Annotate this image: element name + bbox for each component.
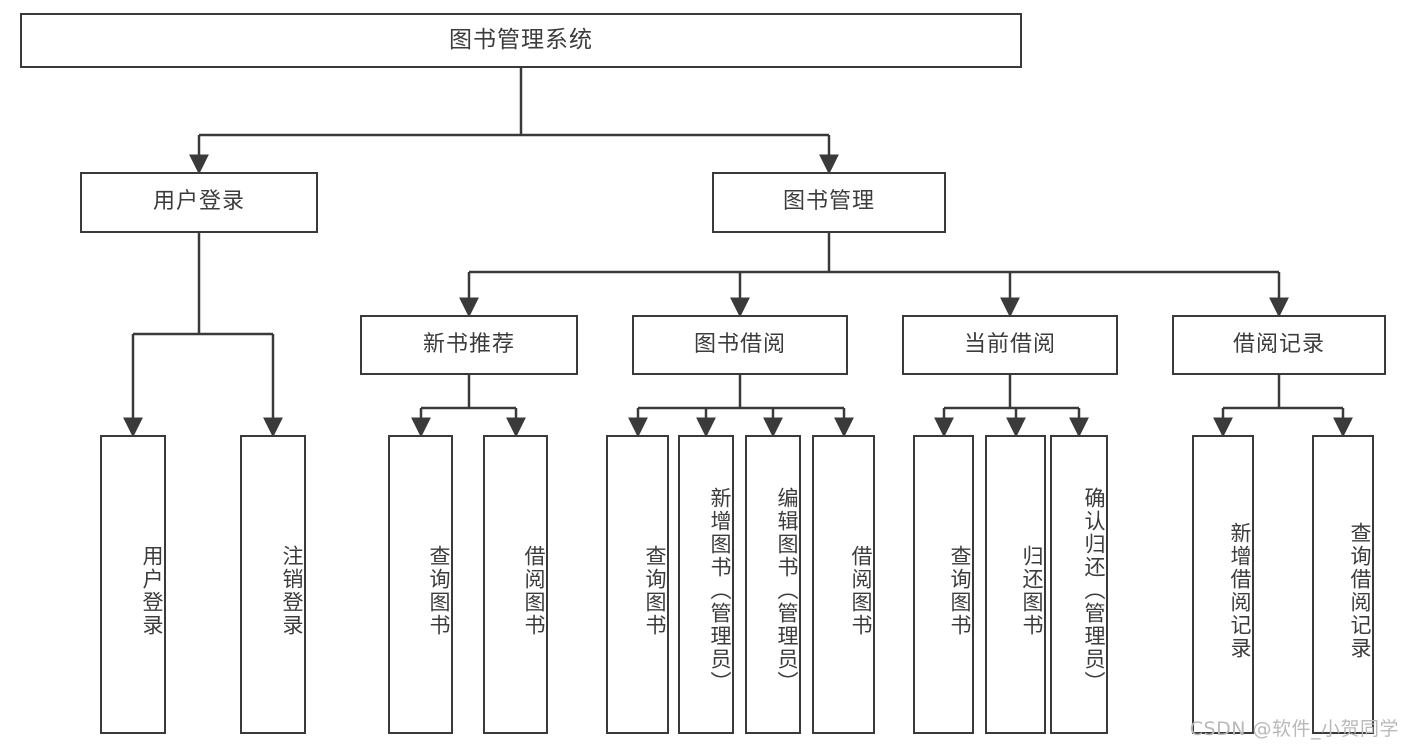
node-borrow-record-label: 借阅记录 [1232, 331, 1325, 357]
leaf-borrow-book-1-label: 借阅图书 [522, 544, 546, 637]
leaf-query-book-1-label: 查询图书 [427, 544, 451, 637]
leaf-query-book-3-label: 查询图书 [948, 544, 972, 637]
node-user-login[interactable]: 用户登录 [80, 172, 318, 233]
node-root-label: 图书管理系统 [449, 26, 593, 53]
node-user-login-label: 用户登录 [152, 189, 245, 215]
leaf-user-logout[interactable]: 注销登录 [240, 435, 306, 734]
node-book-manage-label: 图书管理 [782, 189, 875, 215]
node-book-manage[interactable]: 图书管理 [712, 172, 946, 233]
leaf-query-record-label: 查询借阅记录 [1348, 521, 1372, 660]
node-book-borrow-label: 图书借阅 [693, 331, 786, 357]
leaf-borrow-book-2[interactable]: 借阅图书 [812, 435, 875, 734]
leaf-add-book-label: 新增图书（管理员） [708, 487, 732, 694]
leaf-add-book[interactable]: 新增图书（管理员） [678, 435, 734, 734]
node-new-book-rec[interactable]: 新书推荐 [360, 315, 578, 375]
leaf-add-record-label: 新增借阅记录 [1228, 521, 1252, 660]
node-book-borrow[interactable]: 图书借阅 [632, 315, 848, 375]
leaf-query-book-2[interactable]: 查询图书 [606, 435, 669, 734]
node-current-borrow-label: 当前借阅 [963, 331, 1056, 357]
node-new-book-rec-label: 新书推荐 [422, 331, 515, 357]
node-current-borrow[interactable]: 当前借阅 [902, 315, 1118, 375]
leaf-query-book-2-label: 查询图书 [643, 544, 667, 637]
node-root[interactable]: 图书管理系统 [20, 13, 1022, 68]
leaf-query-book-3[interactable]: 查询图书 [913, 435, 974, 734]
leaf-edit-book[interactable]: 编辑图书（管理员） [745, 435, 801, 734]
leaf-confirm-return-label: 确认归还（管理员） [1082, 487, 1106, 694]
leaf-edit-book-label: 编辑图书（管理员） [775, 487, 799, 694]
node-borrow-record[interactable]: 借阅记录 [1172, 315, 1386, 375]
leaf-user-logout-label: 注销登录 [280, 544, 304, 637]
leaf-user-login-label: 用户登录 [140, 544, 164, 637]
leaf-add-record[interactable]: 新增借阅记录 [1192, 435, 1254, 734]
leaf-borrow-book-2-label: 借阅图书 [849, 544, 873, 637]
leaf-query-record[interactable]: 查询借阅记录 [1312, 435, 1374, 734]
watermark: CSDN @软件_小贺同学 [1189, 718, 1399, 740]
leaf-return-book-label: 归还图书 [1020, 544, 1044, 637]
leaf-query-book-1[interactable]: 查询图书 [388, 435, 453, 734]
leaf-user-login[interactable]: 用户登录 [100, 435, 166, 734]
leaf-borrow-book-1[interactable]: 借阅图书 [483, 435, 548, 734]
leaf-confirm-return[interactable]: 确认归还（管理员） [1050, 435, 1108, 734]
leaf-return-book[interactable]: 归还图书 [985, 435, 1046, 734]
